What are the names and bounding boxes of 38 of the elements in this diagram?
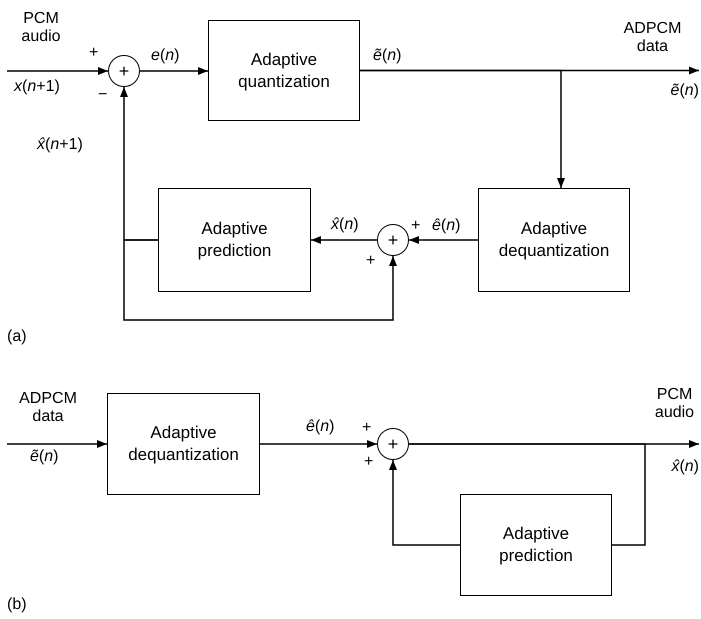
edge-label: ẽ(n) (372, 47, 402, 65)
signal-label: PCM audio (20, 10, 62, 46)
arrow (409, 236, 478, 244)
arrow (7, 440, 107, 448)
summing-junction: + (377, 224, 409, 256)
signal-label: x̂(n) (671, 458, 699, 476)
signal-label: + (411, 217, 420, 235)
edge-label: x̂(n+1) (36, 136, 84, 154)
signal-label: (a) (7, 328, 27, 346)
signal-label: (b) (7, 596, 27, 614)
arrow (389, 460, 460, 546)
arrow (7, 67, 108, 75)
arrow (140, 67, 208, 75)
connector-line (409, 443, 646, 546)
signal-label: + (89, 44, 98, 62)
summing-junction: + (377, 428, 409, 460)
signal-label: ADPCM data (18, 390, 78, 426)
process-box: Adaptive dequantization (478, 188, 630, 292)
arrow (260, 440, 377, 448)
process-box: Adaptive dequantization (107, 393, 260, 495)
signal-label: ẽ(n) (670, 82, 699, 100)
edge-label: x̂(n) (330, 216, 360, 234)
arrow (360, 70, 565, 188)
signal-label: ẽ(n) (30, 448, 58, 466)
edge-label: ê(n) (431, 217, 462, 235)
signal-label: x(n+1) (14, 78, 60, 96)
arrow (123, 239, 397, 321)
arrow (311, 236, 377, 244)
signal-label: + (366, 252, 376, 270)
process-box: Adaptive prediction (460, 494, 612, 596)
signal-label: − (98, 86, 108, 104)
summing-junction: + (108, 55, 140, 87)
edge-label: ê(n) (305, 418, 336, 436)
signal-label: + (364, 453, 374, 471)
edge-label: e(n) (150, 47, 180, 65)
signal-label: + (362, 419, 372, 437)
process-box: Adaptive quantization (208, 20, 360, 121)
process-box: Adaptive prediction (158, 188, 311, 292)
